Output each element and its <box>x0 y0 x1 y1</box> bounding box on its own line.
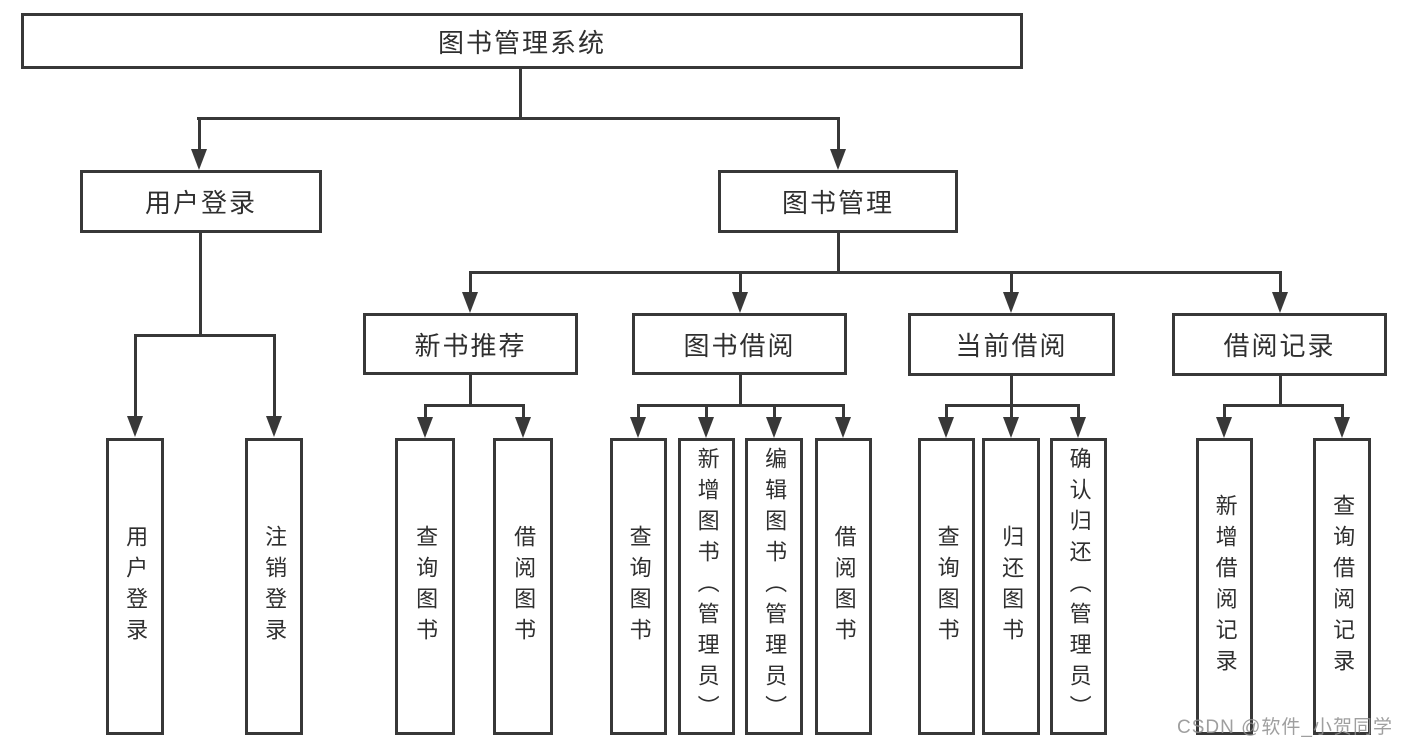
arrow-down-icon <box>938 417 954 438</box>
connector-line <box>1279 376 1282 406</box>
connector-line <box>637 405 640 419</box>
node-label: 新书推荐 <box>414 330 527 361</box>
connector-line <box>424 404 525 407</box>
connector-line <box>469 272 472 295</box>
leaf-label: 查询图书 <box>626 524 652 649</box>
connector-line <box>1223 404 1344 407</box>
connector-line <box>837 118 840 152</box>
connector-line <box>1010 272 1013 295</box>
node-label: 借阅记录 <box>1223 331 1336 361</box>
leaf-query-book: 查询图书 <box>610 438 667 735</box>
connector-line <box>945 405 948 419</box>
arrow-down-icon <box>266 416 282 437</box>
leaf-label: 编辑图书（管理员） <box>762 447 788 726</box>
leaf-label: 归还图书 <box>999 524 1025 649</box>
connector-line <box>1077 405 1080 419</box>
arrow-down-icon <box>191 149 207 170</box>
arrow-down-icon <box>630 417 646 438</box>
connector-line <box>134 334 276 337</box>
leaf-edit-book-admin: 编辑图书（管理员） <box>745 438 803 735</box>
leaf-label: 注销登录 <box>262 524 288 649</box>
leaf-label: 查询图书 <box>413 524 439 649</box>
leaf-label: 查询借阅记录 <box>1330 493 1356 680</box>
arrow-down-icon <box>830 149 846 170</box>
connector-line <box>519 69 522 119</box>
leaf-logout-login: 注销登录 <box>245 438 303 735</box>
node-book-management: 图书管理 <box>718 170 958 233</box>
arrow-down-icon <box>417 417 433 438</box>
node-label: 当前借阅 <box>955 331 1068 361</box>
connector-line <box>837 233 840 273</box>
node-book-borrowing: 图书借阅 <box>632 313 847 375</box>
leaf-query-book: 查询图书 <box>918 438 975 735</box>
connector-line <box>1010 405 1013 419</box>
leaf-add-book-admin: 新增图书（管理员） <box>678 438 735 735</box>
node-label: 图书管理系统 <box>437 27 606 58</box>
node-new-book-recommendation: 新书推荐 <box>363 313 578 375</box>
leaf-label: 确认归还（管理员） <box>1066 447 1092 726</box>
arrow-down-icon <box>1216 417 1232 438</box>
connector-line <box>705 405 708 419</box>
arrow-down-icon <box>1272 292 1288 313</box>
connector-line <box>842 405 845 419</box>
connector-line <box>522 405 525 419</box>
connector-line <box>1341 405 1344 419</box>
node-label: 图书借阅 <box>683 330 796 361</box>
node-current-borrowing: 当前借阅 <box>908 313 1115 376</box>
connector-line <box>739 272 742 295</box>
connector-line <box>469 271 1282 274</box>
leaf-user-login: 用户登录 <box>106 438 164 735</box>
connector-line <box>1010 376 1013 406</box>
leaf-label: 查询图书 <box>934 524 960 649</box>
arrow-down-icon <box>698 417 714 438</box>
arrow-down-icon <box>1003 292 1019 313</box>
arrow-down-icon <box>515 417 531 438</box>
connector-line <box>273 335 276 417</box>
node-borrowing-records: 借阅记录 <box>1172 313 1387 376</box>
leaf-borrow-book: 借阅图书 <box>815 438 872 735</box>
connector-line <box>637 404 845 407</box>
connector-line <box>198 118 201 152</box>
arrow-down-icon <box>1070 417 1086 438</box>
arrow-down-icon <box>1003 417 1019 438</box>
connector-line <box>424 405 427 419</box>
node-label: 用户登录 <box>144 188 257 218</box>
leaf-label: 用户登录 <box>123 524 149 649</box>
arrow-down-icon <box>766 417 782 438</box>
node-user-login: 用户登录 <box>80 170 322 233</box>
connector-line <box>197 117 840 120</box>
arrow-down-icon <box>462 292 478 313</box>
leaf-query-book: 查询图书 <box>395 438 455 735</box>
connector-line <box>134 335 137 417</box>
leaf-confirm-return-admin: 确认归还（管理员） <box>1050 438 1107 735</box>
leaf-label: 新增借阅记录 <box>1212 493 1238 680</box>
leaf-query-borrow-record: 查询借阅记录 <box>1313 438 1371 735</box>
node-library-management-system: 图书管理系统 <box>21 13 1023 69</box>
leaf-label: 借阅图书 <box>511 524 537 649</box>
connector-line <box>1223 405 1226 419</box>
leaf-return-book: 归还图书 <box>982 438 1040 735</box>
connector-line <box>1279 272 1282 295</box>
connector-line <box>469 375 472 406</box>
leaf-label: 新增图书（管理员） <box>694 447 720 726</box>
arrow-down-icon <box>127 416 143 437</box>
connector-line <box>739 375 742 406</box>
arrow-down-icon <box>1334 417 1350 438</box>
leaf-label: 借阅图书 <box>831 524 857 649</box>
leaf-borrow-book: 借阅图书 <box>493 438 553 735</box>
node-label: 图书管理 <box>781 188 894 218</box>
watermark: CSDN @软件_小贺同学 <box>1177 717 1393 738</box>
arrow-down-icon <box>835 417 851 438</box>
connector-line <box>199 233 202 335</box>
leaf-add-borrow-record: 新增借阅记录 <box>1196 438 1253 735</box>
connector-line <box>773 405 776 419</box>
arrow-down-icon <box>732 292 748 313</box>
